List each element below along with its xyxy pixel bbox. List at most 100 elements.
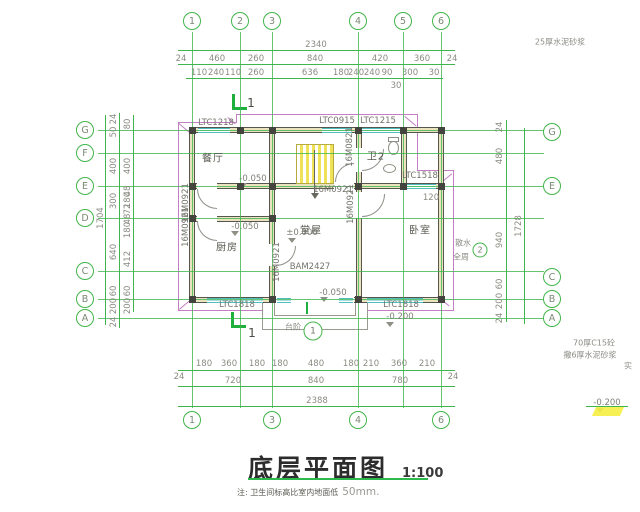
axis-bubble-G: G — [76, 121, 94, 139]
axis-bubble-B: B — [76, 290, 94, 308]
dim: 1704 — [96, 207, 106, 229]
dim: 300 — [401, 68, 419, 78]
column-block — [189, 183, 196, 190]
grid-line-vertical — [403, 32, 404, 408]
level-mark: -0.200 — [593, 398, 621, 408]
steps-label: 台阶 — [285, 322, 301, 332]
level-line — [586, 406, 628, 407]
dim: 400 — [109, 157, 119, 175]
roof-hip — [404, 116, 417, 127]
dim: 200 — [495, 292, 505, 310]
dim: 300 — [109, 192, 119, 210]
axis-bubble-E: E — [76, 177, 94, 195]
dim-line — [178, 64, 455, 65]
axis-bubble-G: G — [543, 123, 561, 141]
window-sidelight — [277, 298, 291, 303]
roof-outline — [236, 114, 237, 123]
dim: 24 — [175, 54, 187, 64]
dim-line — [524, 128, 525, 324]
dim-line — [178, 50, 455, 51]
dim: 180 — [342, 359, 360, 369]
door-label: 16M0921 — [346, 184, 356, 224]
dim: 200 — [109, 297, 119, 315]
window-ltc1818-west — [207, 298, 263, 303]
dim: 200 — [123, 297, 133, 315]
dim: 360 — [413, 54, 431, 64]
level-mark: -0.050 — [239, 174, 267, 184]
door-opening — [356, 148, 362, 172]
level-mark: -0.050 — [231, 222, 259, 232]
dim: 24 — [109, 316, 119, 328]
section-mark-bottom — [231, 325, 246, 328]
axis-bubble-C: C — [76, 262, 94, 280]
finish-note: 25厚水泥砂浆 — [534, 37, 586, 47]
dim: 50 — [109, 126, 119, 138]
grid-line-vertical — [240, 32, 241, 408]
apron-label: 散水 — [455, 238, 471, 248]
level-mark: -0.050 — [319, 288, 347, 298]
door-label: 16M0821 — [345, 127, 355, 167]
axis-bubble-1: 1 — [183, 12, 201, 30]
column-block — [269, 296, 276, 303]
dim: 400 — [123, 157, 133, 175]
dim-top-total: 2340 — [305, 40, 327, 50]
column-block — [189, 127, 196, 134]
column-block — [438, 183, 445, 190]
door-label: 16M0921 — [313, 185, 353, 195]
axis-bubble-A: A — [543, 309, 561, 327]
window-label: LTC1215 — [360, 116, 396, 126]
door-swing — [197, 221, 217, 241]
axis-bubble-E: E — [543, 177, 561, 195]
column-block — [438, 296, 445, 303]
dim: 240 — [347, 68, 365, 78]
grid-line-vertical — [358, 32, 359, 408]
axis-bubble-3: 3 — [263, 12, 281, 30]
level-triangle — [386, 322, 394, 327]
roof-outline — [417, 114, 418, 171]
dim: 24 — [447, 372, 459, 382]
dim: 780 — [391, 376, 409, 386]
column-block — [189, 215, 196, 222]
dim: 480 — [307, 359, 325, 369]
dim: 24 — [173, 372, 185, 382]
dim: 360 — [390, 359, 408, 369]
window-sidelight — [339, 298, 353, 303]
note-text: 注: 卫生间标高比室内地面低 — [237, 488, 339, 497]
porch-step — [274, 302, 356, 316]
ground-spec: 实 — [624, 361, 632, 371]
column-block — [355, 183, 362, 190]
title-underline — [248, 478, 428, 480]
axis-bubble-4: 4 — [349, 12, 367, 30]
column-block — [237, 127, 244, 134]
dim: 110 — [224, 68, 242, 78]
axis-bubble-D: D — [76, 209, 94, 227]
axis-bubble-C: C — [543, 268, 561, 286]
window-ltc1818-east — [367, 298, 423, 303]
dim: 80 — [123, 118, 133, 130]
dim-line — [119, 113, 120, 328]
stair-direction-line — [314, 150, 315, 196]
grid-line-vertical — [441, 32, 442, 408]
axis-bubble-B: B — [543, 290, 561, 308]
axis-bubble-1: 1 — [183, 411, 201, 429]
door-label: 16M0921 — [272, 242, 282, 282]
room-name: 卫2 — [366, 151, 386, 163]
door-opening — [276, 297, 354, 303]
level-triangle — [231, 231, 239, 236]
room-name: 卧室 — [409, 225, 431, 237]
column-block — [355, 296, 362, 303]
section-number: 1 — [248, 326, 256, 340]
axis-bubble-5: 5 — [394, 12, 412, 30]
roof-outline — [178, 122, 179, 311]
section-number: 1 — [247, 96, 255, 110]
detail-marker-1: 1 — [303, 321, 323, 341]
room-name: 餐厅 — [202, 153, 224, 165]
axis-bubble-6: 6 — [432, 12, 450, 30]
washbasin-icon — [383, 164, 396, 173]
level-highlight — [591, 407, 625, 416]
column-block — [400, 127, 407, 134]
drawing-note: 注: 卫生间标高比室内地面低 50mm. — [237, 486, 379, 498]
level-triangle — [288, 238, 296, 243]
section-mark-bottom — [231, 312, 234, 328]
column-block — [269, 215, 276, 222]
